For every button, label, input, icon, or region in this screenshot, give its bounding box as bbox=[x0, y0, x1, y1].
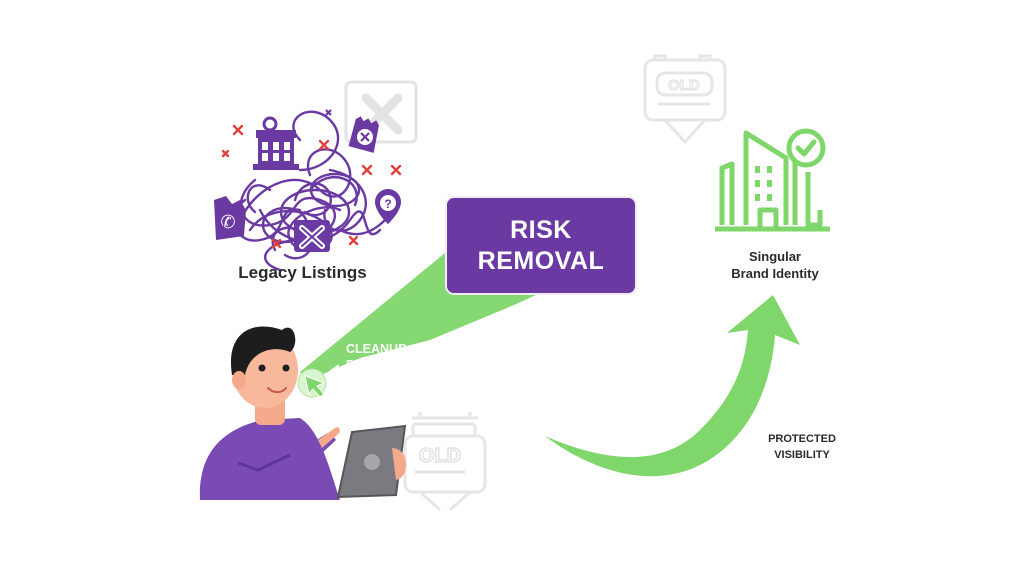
motion-lines bbox=[328, 364, 346, 387]
faded-old-sign-top-icon: OLD bbox=[643, 54, 727, 145]
protected-visibility-label: PROTECTED VISIBILITY bbox=[752, 431, 852, 463]
svg-text:?: ? bbox=[384, 197, 391, 211]
svg-text:OLD: OLD bbox=[668, 77, 700, 94]
visibility-line2: VISIBILITY bbox=[774, 449, 830, 461]
cleanup-line2: PROCESS bbox=[346, 358, 408, 372]
visibility-line1: PROTECTED bbox=[768, 433, 836, 445]
person-illustration bbox=[199, 326, 407, 500]
risk-removal-line1: RISK bbox=[510, 215, 572, 244]
purple-x-mark-icon bbox=[325, 109, 332, 116]
cursor-arrow-icon bbox=[304, 375, 326, 398]
purple-phone-ticket-icon: ✆ bbox=[214, 196, 246, 240]
curved-arrow bbox=[545, 295, 800, 477]
legacy-listings-label: Legacy Listings bbox=[238, 263, 367, 282]
risk-removal-box: RISK REMOVAL bbox=[447, 198, 635, 293]
purple-receipt-icon bbox=[348, 116, 379, 153]
purple-question-pin-icon: ? bbox=[375, 189, 401, 224]
risk-removal-line2: REMOVAL bbox=[477, 246, 605, 275]
green-building-check-icon bbox=[715, 128, 830, 232]
brand-line1: Singular bbox=[748, 249, 801, 264]
cleanup-process-label: CLEANUP PROCESS bbox=[346, 341, 436, 373]
purple-building-icon bbox=[253, 116, 299, 170]
cleanup-line1: CLEANUP bbox=[346, 342, 407, 356]
red-x-marks-icon bbox=[221, 124, 402, 249]
svg-text:✆: ✆ bbox=[220, 212, 235, 233]
faded-old-text: OLD bbox=[419, 445, 461, 467]
brand-line2: Brand Identity bbox=[731, 266, 819, 281]
brand-identity-label: Singular Brand Identity bbox=[700, 248, 850, 282]
purple-x-box-icon bbox=[294, 220, 330, 252]
